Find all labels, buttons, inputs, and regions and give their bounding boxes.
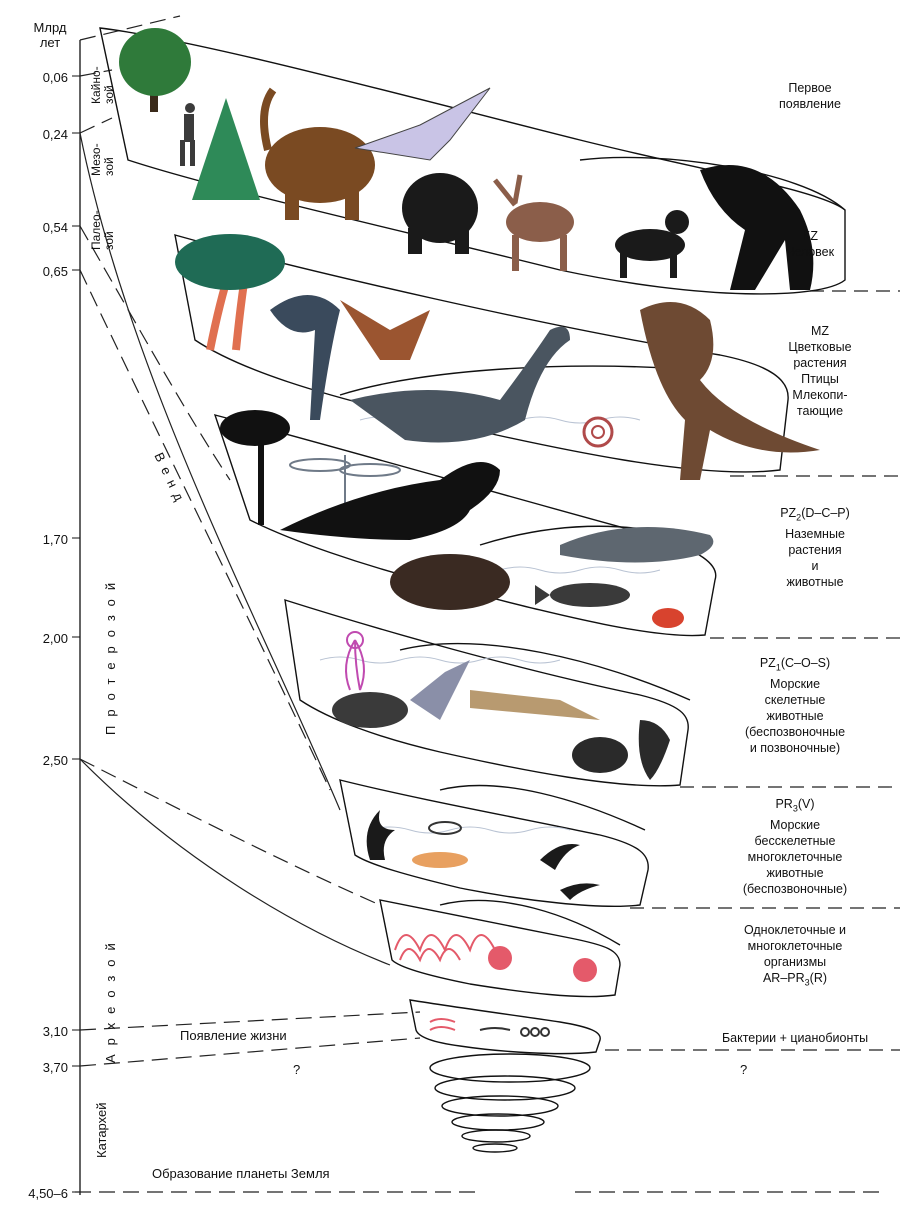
fir-icon	[192, 98, 260, 200]
time-tick-label: 2,50	[6, 753, 68, 768]
fern-tree-icon	[220, 410, 290, 525]
trilobite-icon	[332, 692, 408, 728]
human-icon	[180, 103, 195, 166]
time-axis-ticks	[72, 76, 80, 1192]
time-tick-label: 3,10	[6, 1024, 68, 1039]
unknown-left-label: ?	[293, 1062, 300, 1077]
tree-icon	[119, 28, 191, 112]
pz1-rest: (C–O–S)	[781, 656, 830, 670]
stromatolite-icon	[395, 935, 495, 960]
pr3-text: Морские бесскелетные многоклеточные живо…	[705, 817, 885, 897]
pteranodon-icon	[340, 300, 430, 360]
bacteria-icon	[430, 1019, 549, 1036]
pz1-label: PZ1(C–O–S) Морские скелетные животные (б…	[705, 655, 885, 756]
ar-code: AR–PR	[763, 971, 805, 985]
pz2-code: PZ	[780, 506, 796, 520]
mezo-label: Мезо- зой	[90, 143, 116, 176]
paleo-label: Палео- зой	[90, 210, 116, 250]
ar-label: Одноклеточные и многоклеточные организмы…	[705, 922, 885, 991]
arkheozoi-label: Археозой	[103, 934, 118, 1063]
time-tick-label: 1,70	[6, 532, 68, 547]
pz1-code: PZ	[760, 656, 776, 670]
pz2-text: Наземные растения и животные	[735, 526, 895, 590]
crab-icon	[652, 608, 684, 628]
pterosaur-icon	[355, 88, 490, 160]
crab-icon	[488, 946, 597, 982]
seaweed-icon	[367, 810, 395, 860]
unknown-right-label: ?	[740, 1062, 747, 1077]
axis-unit-label: Млрд лет	[22, 20, 78, 50]
mz-label: MZ Цветковые растения Птицы Млекопи- таю…	[755, 323, 885, 419]
time-tick-label: 0,24	[6, 127, 68, 142]
time-tick-label: 0,54	[6, 220, 68, 235]
archaeopteryx-icon	[270, 295, 340, 420]
pz1-text: Морские скелетные животные (беспозвоночн…	[705, 676, 885, 756]
life-appears-label: Появление жизни	[180, 1028, 287, 1043]
kaino-label: Кайно- зой	[90, 66, 116, 104]
palm-icon	[175, 234, 285, 350]
shark-icon	[560, 527, 713, 563]
pr3-rest: (V)	[798, 797, 815, 811]
pz2-rest: (D–C–P)	[801, 506, 850, 520]
time-tick-label: 2,00	[6, 631, 68, 646]
pz2-label: PZ2(D–C–P) Наземные растения и животные	[735, 505, 895, 590]
mammoth-icon	[264, 90, 375, 220]
seaweed-icon	[540, 844, 600, 900]
proterozoi-label: Протерозой	[103, 574, 118, 735]
kz-label: KZ Человек	[755, 228, 865, 260]
time-tick-label: 4,50–6	[6, 1186, 68, 1201]
time-tick-label: 0,65	[6, 264, 68, 279]
sea-lily-icon	[346, 632, 364, 690]
turtle-icon	[390, 554, 510, 610]
time-tick-label: 3,70	[6, 1060, 68, 1075]
ammonite-icon	[584, 418, 612, 446]
bacteria-label: Бактерии + цианобионты	[690, 1030, 900, 1046]
ar-text: Одноклеточные и многоклеточные организмы	[705, 922, 885, 970]
pr3-label: PR3(V) Морские бесскелетные многоклеточн…	[705, 796, 885, 897]
pr3-code: PR	[775, 797, 792, 811]
planet-formed-label: Образование планеты Земля	[152, 1166, 330, 1181]
nautiloid-icon	[470, 690, 600, 720]
ar-rest: (R)	[810, 971, 827, 985]
fish-icon	[535, 583, 630, 607]
sabertooth-icon	[615, 210, 689, 278]
shark-icon	[410, 660, 470, 720]
katarkhei-label: Катархей	[94, 1103, 109, 1159]
bear-icon	[402, 173, 478, 254]
first-appearance-label: Первое появление	[755, 80, 865, 112]
medusa-icon	[412, 822, 468, 868]
time-tick-label: 0,06	[6, 70, 68, 85]
fish-icon	[572, 720, 670, 780]
